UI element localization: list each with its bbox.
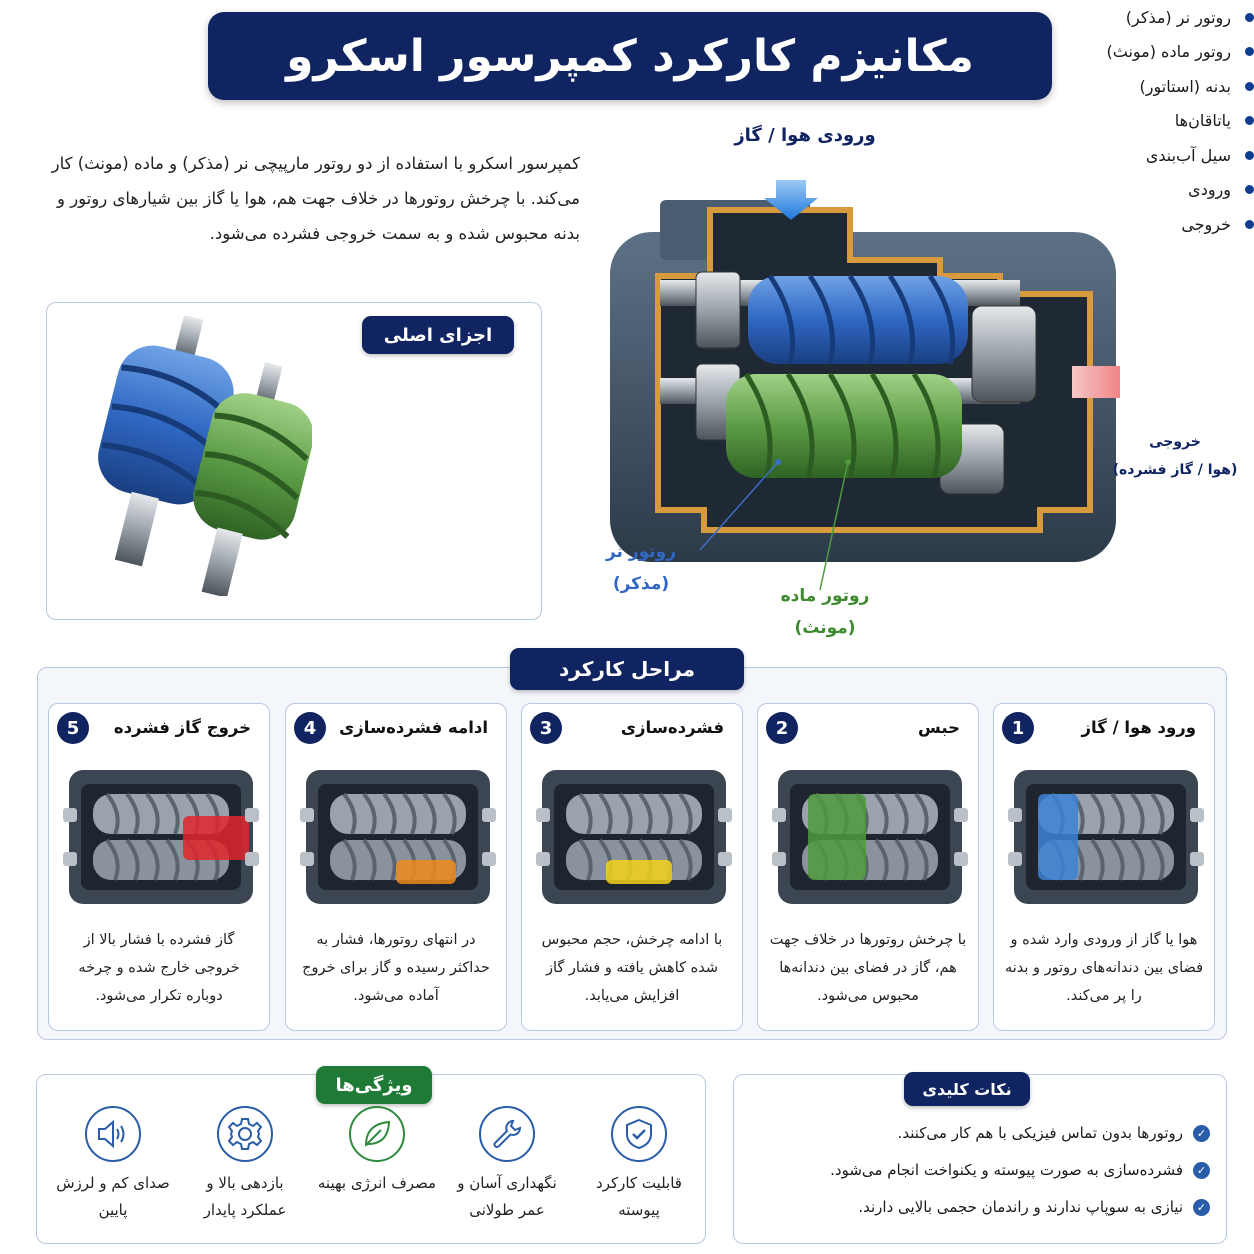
bullet-icon — [1245, 150, 1254, 160]
check-icon: ✓ — [1193, 1124, 1210, 1142]
stage-illustration — [300, 770, 496, 904]
list-item: سیل آب‌بندی — [0, 138, 1254, 173]
feature-item: قابلیت کارکرد پیوسته — [576, 1106, 702, 1224]
check-icon: ✓ — [1193, 1161, 1210, 1179]
male-rotor-label: روتور نر — [605, 542, 677, 562]
bullet-icon — [1245, 47, 1254, 57]
feature-label: قابلیت کارکرد پیوسته — [596, 1174, 682, 1219]
part-label: سیل آب‌بندی — [1145, 145, 1231, 165]
key-notes-heading: نکات کلیدی — [904, 1072, 1030, 1106]
female-rotor — [726, 372, 962, 479]
stage-illustration — [1008, 770, 1204, 904]
key-note-text: روتورها بدون تماس فیزیکی با هم کار می‌کن… — [897, 1124, 1183, 1142]
female-rotor-sublabel: (مونث) — [794, 618, 856, 638]
key-note-item: ✓ فشرده‌سازی به صورت پیوسته و یکنواخت انج… — [830, 1161, 1210, 1179]
page-title: مکانیزم کارکرد کمپرسور اسکرو — [286, 30, 974, 82]
outlet-label-title: خروجی — [1149, 434, 1201, 450]
rotor-pair-illustration — [98, 316, 312, 596]
stage-card-5: 5 خروج گاز فشرده گاز فشرده با فشار بالا از… — [48, 703, 270, 1031]
stage-illustration — [536, 770, 732, 904]
stage-number-badge: 1 — [1002, 712, 1034, 744]
leaf-icon — [349, 1106, 405, 1162]
main-parts-list: روتور نر (مذکر) روتور ماده (مونث) بدنه (… — [0, 0, 1254, 242]
intro-text: کمپرسور اسکرو با استفاده از دو روتور مار… — [51, 154, 580, 243]
part-label: روتور ماده (مونث) — [1106, 42, 1231, 62]
main-parts-heading: اجزای اصلی — [362, 316, 514, 354]
gear-icon — [217, 1106, 273, 1162]
list-item: یاتاقان‌ها — [0, 104, 1254, 139]
outlet-arrow — [1072, 366, 1120, 398]
list-item: روتور ماده (مونث) — [0, 35, 1254, 70]
feature-item: نگهداری آسان و عمر طولانی — [444, 1106, 570, 1224]
features-heading: ویژگی‌ها — [316, 1066, 432, 1104]
inlet-label: ورودی هوا / گاز — [734, 125, 876, 146]
bullet-icon — [1245, 12, 1254, 22]
feature-label: نگهداری آسان و عمر طولانی — [457, 1174, 557, 1219]
key-note-item: ✓ روتورها بدون تماس فیزیکی با هم کار می‌ک… — [898, 1124, 1210, 1142]
stage-description: هوا یا گاز از ورودی وارد شده و فضای بین … — [1004, 932, 1204, 1004]
stage-card-1: 1 ورود هوا / گاز هوا یا گاز از ورودی وارد … — [993, 703, 1215, 1031]
key-note-text: نیازی به سوپاپ ندارند و راندمان حجمی بال… — [858, 1198, 1183, 1216]
part-label: خروجی — [1181, 214, 1231, 234]
bullet-icon — [1245, 185, 1254, 195]
bullet-icon — [1245, 81, 1254, 91]
feature-item: صدای کم و لرزش پایین — [50, 1106, 176, 1224]
stage-number-badge: 4 — [294, 712, 326, 744]
check-icon: ✓ — [1193, 1198, 1210, 1216]
wrench-icon — [479, 1106, 535, 1162]
part-label: ورودی — [1188, 180, 1231, 200]
list-item: خروجی — [0, 207, 1254, 242]
key-note-text: فشرده‌سازی به صورت پیوسته و یکنواخت انجا… — [830, 1161, 1183, 1179]
feature-label: مصرف انرژی بهینه — [317, 1174, 437, 1192]
stage-card-3: 3 فشرده‌سازی با ادامه چرخش، حجم محبوس شده … — [521, 703, 743, 1031]
stage-title: حبس — [918, 718, 960, 737]
inlet-arrow — [764, 180, 818, 220]
part-label: روتور نر (مذکر) — [1125, 7, 1231, 27]
bullet-icon — [1245, 116, 1254, 126]
outlet-label-sub: (هوا / گاز فشرده) — [1112, 462, 1238, 478]
stage-description: با ادامه چرخش، حجم محبوس شده کاهش یافته … — [541, 932, 723, 1004]
page-title-bar: مکانیزم کارکرد کمپرسور اسکرو — [208, 12, 1052, 100]
stage-description: با چرخش روتورها در خلاف جهت هم، گاز در ف… — [769, 932, 967, 1004]
feature-label: صدای کم و لرزش پایین — [56, 1174, 170, 1219]
male-rotor-sublabel: (مذکر) — [612, 574, 670, 594]
part-label: بدنه (استاتور) — [1139, 76, 1231, 96]
stage-card-4: 4 ادامه فشرده‌سازی در انتهای روتورها، فشار… — [285, 703, 507, 1031]
stage-number-badge: 3 — [530, 712, 562, 744]
list-item: ورودی — [0, 173, 1254, 208]
stage-title: ورود هوا / گاز — [1081, 718, 1196, 737]
female-rotor-label: روتور ماده — [780, 586, 870, 606]
stage-description: در انتهای روتورها، فشار به حداکثر رسیده … — [302, 932, 490, 1004]
stage-title: فشرده‌سازی — [620, 718, 724, 737]
feature-label: بازدهی بالا و عملکرد پایدار — [203, 1174, 287, 1219]
key-note-item: ✓ نیازی به سوپاپ ندارند و راندمان حجمی با… — [858, 1198, 1210, 1216]
male-rotor — [748, 274, 968, 365]
list-item: بدنه (استاتور) — [0, 69, 1254, 104]
stage-description: گاز فشرده با فشار بالا از خروجی خارج شده… — [78, 932, 240, 1004]
speaker-icon — [85, 1106, 141, 1162]
list-item: روتور نر (مذکر) — [0, 0, 1254, 35]
stage-illustration — [63, 770, 259, 904]
shield-check-icon — [611, 1106, 667, 1162]
stage-title: ادامه فشرده‌سازی — [339, 718, 488, 737]
compressor-cutaway-diagram — [610, 180, 1120, 591]
stage-card-2: 2 حبس با چرخش روتورها در خلاف جهت هم، گاز … — [757, 703, 979, 1031]
feature-item: بازدهی بالا و عملکرد پایدار — [182, 1106, 308, 1224]
bullet-icon — [1245, 219, 1254, 229]
stage-title: خروج گاز فشرده — [113, 718, 251, 737]
stage-illustration — [772, 770, 968, 904]
stage-number-badge: 2 — [766, 712, 798, 744]
feature-item: مصرف انرژی بهینه — [314, 1106, 440, 1197]
stage-number-badge: 5 — [57, 712, 89, 744]
part-label: یاتاقان‌ها — [1174, 111, 1231, 131]
work-stages-heading: مراحل کارکرد — [510, 648, 744, 690]
